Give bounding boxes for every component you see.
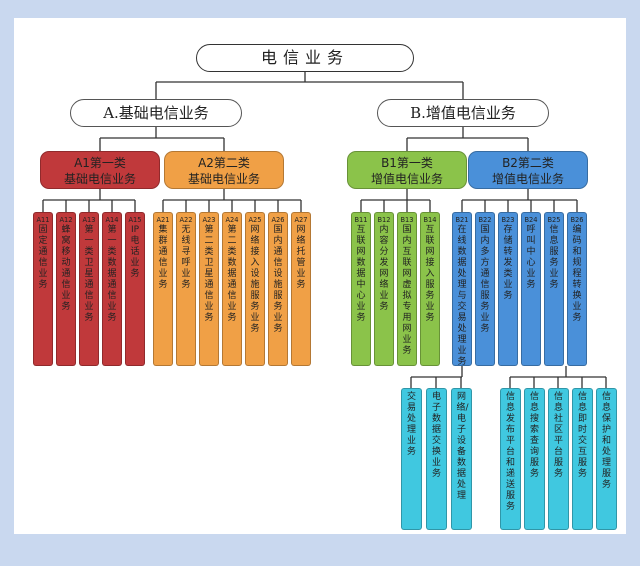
a1-item-text: IP电话业务 [130, 225, 140, 279]
b2-item-code: B22 [478, 216, 492, 224]
b2-item-text: 呼叫中心业务 [526, 225, 536, 290]
a2-item-code: A25 [248, 216, 262, 224]
group-b2-line1: B2第二类 [502, 156, 554, 170]
a2-item-text: 网络接入设施服务业务 [250, 225, 260, 334]
b2-item-text: 国内多方通信服务业务 [480, 225, 490, 334]
a2-item-text: 第二类卫星通信业务 [204, 225, 214, 323]
group-b1-node: B1第一类 增值电信业务 [347, 151, 467, 189]
b21-sub-item-text: 交易处理业务 [406, 392, 416, 457]
b2-item-code: B26 [570, 216, 584, 224]
b25-sub-item: 信息即时交互服务 [572, 388, 593, 530]
a1-item-text: 蜂窝移动通信业务 [61, 225, 71, 312]
b2-item-text: 存储转发类业务 [503, 225, 513, 301]
group-b1-line1: B1第一类 [381, 156, 433, 170]
b1-item-text: 国内互联网虚拟专用网业务 [402, 225, 412, 356]
b21-sub-item: 电子数据交换业务 [426, 388, 447, 530]
b1-item-code: B14 [423, 216, 437, 224]
a1-item-text: 第一类数据通信业务 [107, 225, 117, 323]
b2-item-code: B23 [501, 216, 515, 224]
b1-item-text: 互联网数据中心业务 [356, 225, 366, 323]
group-b2-line2: 增值电信业务 [491, 172, 564, 186]
a1-item-code: A12 [59, 216, 73, 224]
b2-item-text: 在线数据处理与交易处理业务 [457, 225, 467, 366]
b2-item-code: B24 [524, 216, 538, 224]
root-node: 电信业务 [196, 44, 414, 72]
group-a1-line2: 基础电信业务 [63, 172, 136, 186]
a1-item-code: A13 [82, 216, 96, 224]
b21-sub-item-text: 网络/电子设备数据处理 [456, 392, 469, 501]
group-b2-node: B2第二类 增值电信业务 [468, 151, 588, 189]
a2-item-text: 第二类数据通信业务 [227, 225, 237, 323]
b2-item-code: B25 [547, 216, 561, 224]
b25-sub-item-text: 信息保护和处理服务 [601, 392, 611, 490]
a1-item-code: A11 [36, 216, 50, 224]
b2-item-code: B21 [455, 216, 469, 224]
b25-sub-item-text: 信息发布平台和递送服务 [505, 392, 515, 512]
b1-item-code: B11 [354, 216, 368, 224]
b1-item-text: 互联网接入服务业务 [425, 225, 435, 323]
b25-sub-item: 信息保护和处理服务 [596, 388, 617, 530]
b2-item-text: 信息服务业务 [549, 225, 559, 290]
a2-item-code: A21 [156, 216, 170, 224]
a1-item-text: 第一类卫星通信业务 [84, 225, 94, 323]
a2-item-code: A22 [179, 216, 193, 224]
group-a2-line1: A2第二类 [198, 156, 250, 170]
a2-item-text: 无线寻呼业务 [181, 225, 191, 290]
a2-item-code: A23 [202, 216, 216, 224]
b1-item-text: 内容分发网络业务 [379, 225, 389, 312]
b25-sub-item-text: 信息搜索查询服务 [529, 392, 539, 479]
group-a2-line2: 基础电信业务 [187, 172, 260, 186]
b25-sub-item: 信息发布平台和递送服务 [500, 388, 521, 530]
b1-item-code: B12 [377, 216, 391, 224]
a2-item-code: A26 [271, 216, 285, 224]
b21-sub-item-text: 电子数据交换业务 [431, 392, 441, 479]
b1-item-code: B13 [400, 216, 414, 224]
group-a1-node: A1第一类 基础电信业务 [40, 151, 160, 189]
b25-sub-item: 信息搜索查询服务 [524, 388, 545, 530]
a2-item-text: 网络托管业务 [296, 225, 306, 290]
b21-sub-item: 网络/电子设备数据处理 [451, 388, 472, 530]
a2-item-text: 集群通信业务 [158, 225, 168, 290]
a2-item-code: A27 [294, 216, 308, 224]
group-a1-line1: A1第一类 [74, 156, 126, 170]
a1-item-text: 固定通信业务 [38, 225, 48, 290]
branch-a-node: A.基础电信业务 [70, 99, 242, 127]
b25-sub-item-text: 信息社区平台服务 [553, 392, 563, 479]
group-a2-node: A2第二类 基础电信业务 [164, 151, 284, 189]
a2-item-code: A24 [225, 216, 239, 224]
branch-b-node: B.增值电信业务 [377, 99, 549, 127]
a1-item-code: A14 [105, 216, 119, 224]
group-b1-line2: 增值电信业务 [370, 172, 443, 186]
b21-sub-item: 交易处理业务 [401, 388, 422, 530]
a2-item-text: 国内通信设施服务业务 [273, 225, 283, 334]
b25-sub-item-text: 信息即时交互服务 [577, 392, 587, 479]
b2-item-text: 编码和规程转换业务 [572, 225, 582, 323]
b25-sub-item: 信息社区平台服务 [548, 388, 569, 530]
a1-item-code: A15 [128, 216, 142, 224]
